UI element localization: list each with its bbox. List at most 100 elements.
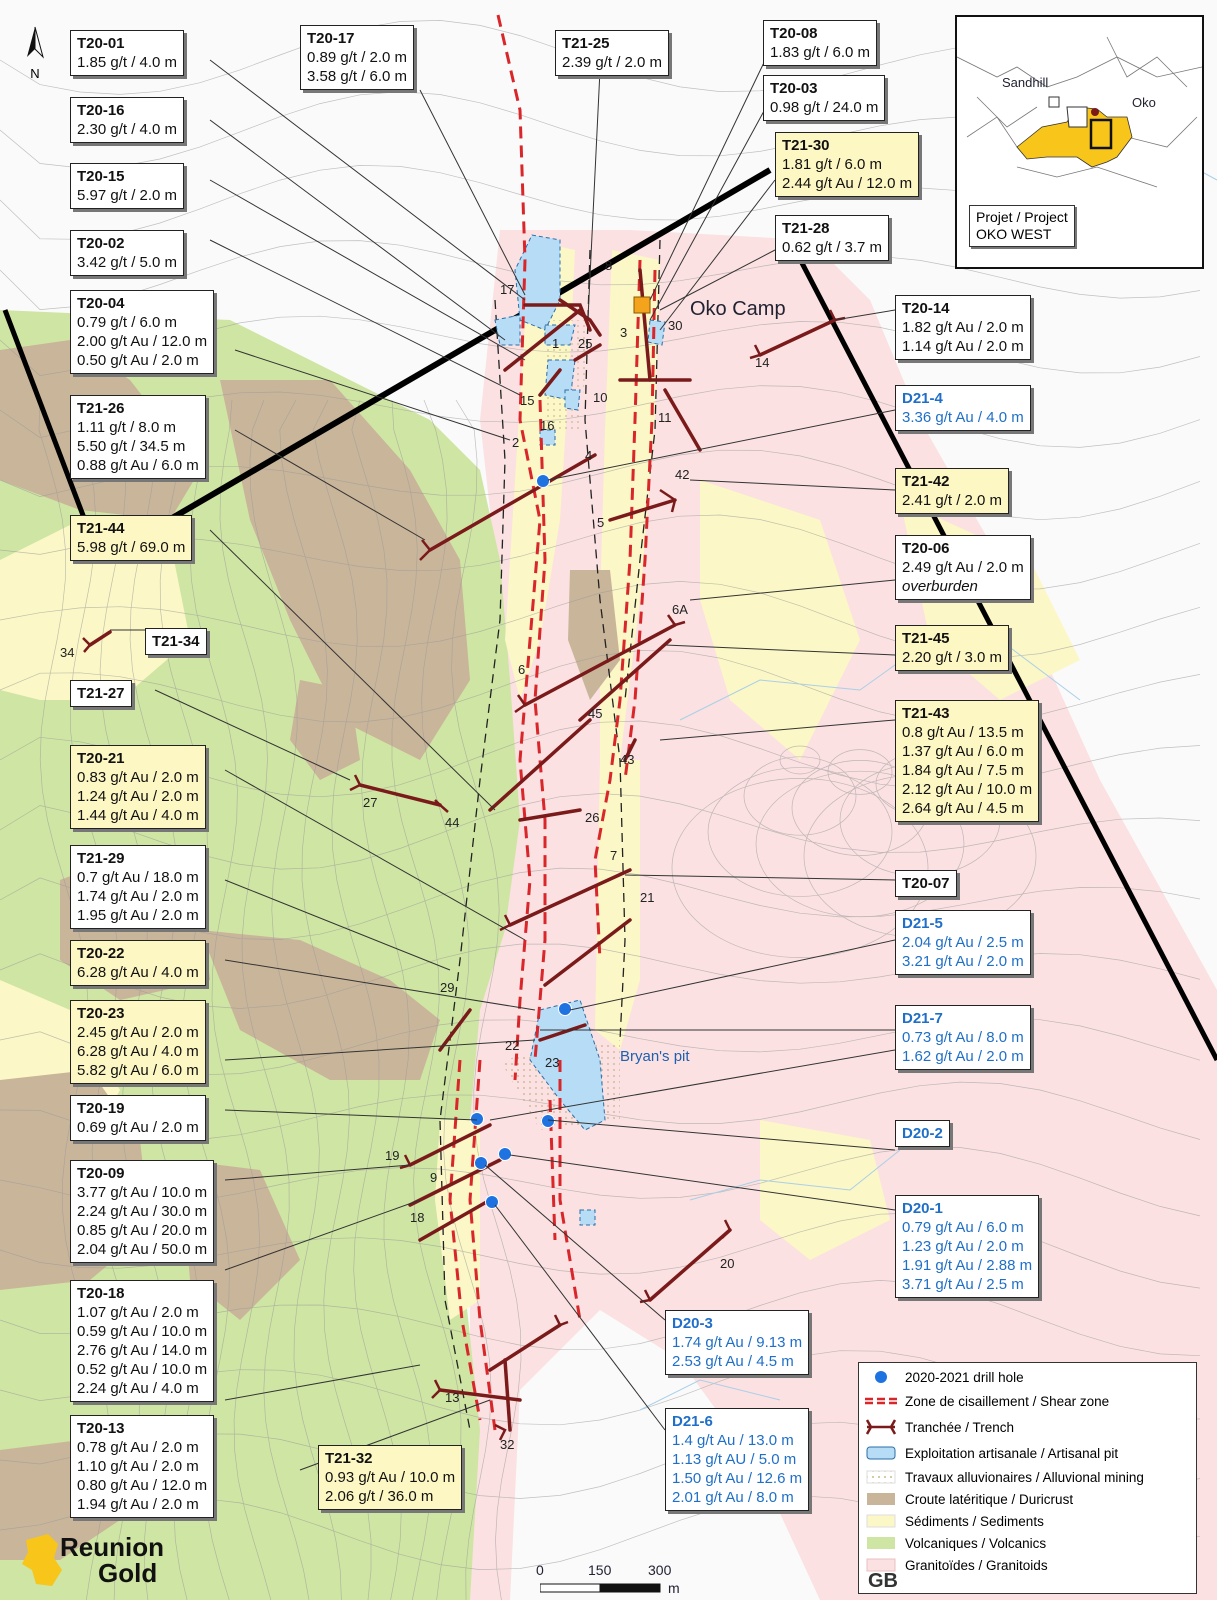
sediments-icon — [866, 1514, 896, 1528]
assay-label-row: 2.76 g/t Au / 14.0 m — [77, 1342, 208, 1359]
trench-number: 15 — [520, 393, 535, 408]
legend-label: Croute latéritique / Duricrust — [905, 1491, 1074, 1507]
inset-map-canvas — [957, 36, 1202, 188]
assay-label-t20-07: T20-07 — [895, 870, 957, 897]
legend-volcanics: Volcaniques / Volcanics — [865, 1533, 1046, 1553]
assay-label-id: T20-23 — [77, 1005, 125, 1022]
drill-hole-icon — [875, 1371, 887, 1383]
sediment-unit — [595, 760, 640, 1050]
assay-label-row: 6.28 g/t Au / 4.0 m — [77, 1043, 199, 1060]
assay-label-row: 0.85 g/t Au / 20.0 m — [77, 1222, 208, 1239]
legend-pit: Exploitation artisanale / Artisanal pit — [865, 1443, 1118, 1463]
assay-label-id: T21-44 — [77, 520, 125, 537]
legend-label: Tranchée / Trench — [905, 1419, 1015, 1435]
duricrust-icon — [867, 1493, 895, 1505]
assay-label-id: D21-4 — [902, 390, 943, 407]
assay-label-id: T21-25 — [562, 35, 610, 52]
assay-label-row: 2.53 g/t Au / 4.5 m — [672, 1353, 794, 1370]
trench-number: 27 — [363, 795, 378, 810]
assay-label-row: 0.93 g/t Au / 10.0 m — [325, 1469, 456, 1486]
trench-number: 8 — [605, 258, 613, 273]
trench-number: 21 — [640, 890, 655, 905]
assay-label-row: 3.58 g/t / 6.0 m — [307, 68, 408, 85]
trench-number: 20 — [720, 1256, 735, 1271]
assay-label-id: T21-29 — [77, 850, 125, 867]
trench-number: 25 — [578, 336, 593, 351]
assay-label-row: 2.49 g/t Au / 2.0 m — [902, 559, 1024, 576]
assay-label-row: 1.85 g/t / 4.0 m — [77, 54, 178, 71]
assay-label-id: T20-21 — [77, 750, 125, 767]
assay-label-id: D21-7 — [902, 1010, 943, 1027]
assay-label-t20-16: T20-16 2.30 g/t / 4.0 m — [70, 97, 185, 143]
contour-line — [279, 399, 372, 1600]
assay-label-row: 0.52 g/t Au / 10.0 m — [77, 1361, 208, 1378]
assay-label-id: T20-02 — [77, 235, 125, 252]
map-legend: 2020-2021 drill hole Zone de cisaillemen… — [858, 1362, 1197, 1594]
assay-label-row: 0.89 g/t / 2.0 m — [307, 49, 408, 66]
assay-label-row: 0.7 g/t Au / 18.0 m — [77, 869, 199, 886]
assay-label-id: T21-30 — [782, 137, 830, 154]
contour-line — [827, 749, 893, 795]
trench-number: 44 — [445, 815, 460, 830]
assay-label-row: 5.82 g/t Au / 6.0 m — [77, 1062, 199, 1079]
artisanal-pit-icon — [866, 1446, 896, 1460]
contour-line — [755, 770, 965, 918]
assay-label-row: 1.95 g/t Au / 2.0 m — [77, 907, 199, 924]
trench-number: 5 — [597, 515, 605, 530]
contour-line — [189, 399, 272, 1600]
assay-label-id: T20-14 — [902, 300, 950, 317]
assay-label-id: T21-26 — [77, 400, 125, 417]
scale-tick-150: 150 — [588, 1562, 612, 1578]
assay-label-id: T21-27 — [77, 685, 125, 702]
trench-number: 9 — [430, 1170, 438, 1185]
assay-label-row: 0.98 g/t / 24.0 m — [770, 99, 879, 116]
assay-label-row: 2.44 g/t Au / 12.0 m — [782, 175, 913, 192]
legend-label: Granitoïdes / Granitoids — [905, 1557, 1048, 1573]
contour-line — [421, 399, 492, 1600]
legend-label: 2020-2021 drill hole — [905, 1369, 1024, 1385]
legend-alluvial: Travaux alluvionaires / Alluvional minin… — [865, 1467, 1144, 1487]
assay-label-row: 1.62 g/t Au / 2.0 m — [902, 1048, 1024, 1065]
assay-label-row: 0.79 g/t Au / 6.0 m — [902, 1219, 1024, 1236]
assay-label-row: 1.82 g/t Au / 2.0 m — [902, 319, 1024, 336]
assay-label-id: T20-13 — [77, 1420, 125, 1437]
assay-label-row: 3.36 g/t Au / 4.0 m — [902, 409, 1024, 426]
legend-granitoids: Granitoïdes / Granitoids — [865, 1555, 1048, 1575]
assay-label-row: 2.30 g/t / 4.0 m — [77, 121, 178, 138]
assay-label-id: T20-16 — [77, 102, 125, 119]
trench-number: 22 — [505, 1038, 520, 1053]
assay-label-row: 6.28 g/t Au / 4.0 m — [77, 964, 199, 981]
trench-number: 19 — [385, 1148, 400, 1163]
scale-unit: m — [668, 1580, 680, 1596]
logo-word-1: Reunion — [60, 1532, 164, 1562]
oko-camp-label: Oko Camp — [690, 298, 786, 320]
assay-label-id: T21-42 — [902, 473, 950, 490]
assay-label-row: 0.8 g/t Au / 13.5 m — [902, 724, 1024, 741]
claim-boundary — [98, 167, 772, 563]
assay-label-id: T21-34 — [152, 633, 200, 650]
north-arrow-label: N — [30, 66, 40, 81]
assay-label-id: T20-15 — [77, 168, 125, 185]
trench-number: 42 — [675, 467, 690, 482]
assay-label-row: 2.64 g/t Au / 4.5 m — [902, 800, 1024, 817]
trench-number: 2 — [512, 435, 520, 450]
assay-label-note: overburden — [902, 578, 978, 595]
assay-label-row: 1.94 g/t Au / 2.0 m — [77, 1496, 199, 1513]
